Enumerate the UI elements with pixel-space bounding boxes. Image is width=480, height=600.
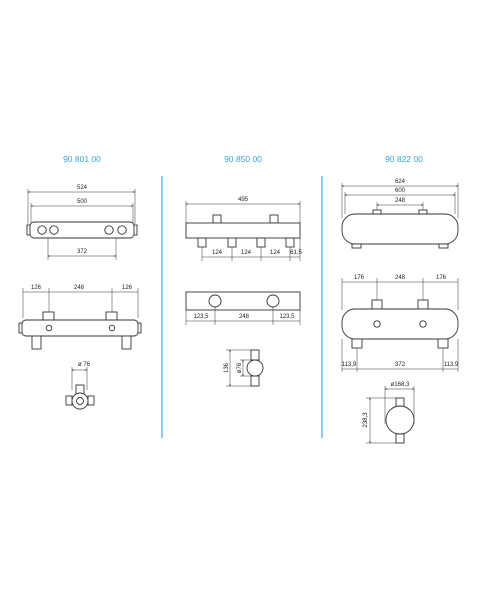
dim-front-right: 126: [122, 285, 133, 291]
dim-overall-length: 495: [238, 197, 249, 203]
header-body: [341, 213, 459, 245]
model-title: 90 801 00: [63, 154, 101, 164]
dim-diameter: ø168,3: [391, 382, 410, 388]
dim-bottom-left: 113,9: [342, 362, 357, 368]
pipe-stub: [437, 338, 449, 349]
header-body: [341, 308, 459, 340]
header-cross-section: [246, 359, 264, 377]
port-circle: [104, 225, 114, 235]
top-view: 624 600 248: [341, 179, 459, 249]
pipe-stub: [351, 243, 362, 249]
pipe-stub: [285, 237, 295, 248]
port-circle: [45, 324, 53, 332]
pipe-stub: [65, 395, 73, 406]
pipe-stub: [371, 299, 383, 310]
dim-front-left: 123,5: [193, 314, 209, 320]
pipe-stub: [121, 335, 132, 350]
dim-overall-length: 624: [395, 179, 406, 185]
dim-spacing-1: 124: [212, 250, 223, 256]
dim-port-spacing: 248: [395, 198, 406, 204]
pipe-stub: [269, 214, 279, 224]
dim-bottom-middle: 372: [395, 362, 406, 368]
front-view: 176 248 176 113,9 372 113,9: [341, 275, 459, 372]
port-circle: [208, 294, 222, 308]
port-circle: [373, 320, 381, 328]
pipe-stub: [438, 243, 449, 249]
dim-height: 238,3: [363, 412, 369, 428]
port-circle: [49, 225, 59, 235]
dim-front-right: 176: [436, 275, 447, 281]
header-body: [185, 222, 301, 239]
product-90-850-00: 90 850 00 495 124 124 124 61,5: [185, 154, 302, 387]
port-circle: [76, 397, 84, 405]
dim-spacing-2: 124: [241, 250, 252, 256]
port-circle: [266, 294, 280, 308]
pipe-stub: [227, 237, 237, 248]
port-circle: [117, 225, 127, 235]
pipe-stub: [395, 433, 405, 444]
pipe-stub: [250, 349, 260, 361]
side-view: ø168,3 238,3: [363, 382, 415, 444]
pipe-stub: [31, 335, 42, 350]
model-title: 90 822 00: [385, 154, 423, 164]
pipe-stub: [256, 237, 266, 248]
dim-front-right: 123,5: [279, 314, 295, 320]
dim-front-middle: 248: [239, 314, 250, 320]
dim-diameter: ø 76: [78, 362, 91, 368]
top-view: 495 124 124 124 61,5: [185, 197, 302, 261]
header-body: [21, 319, 139, 337]
pipe-stub: [197, 237, 207, 248]
header-cross-section: [385, 405, 415, 435]
pipe-stub: [87, 395, 95, 406]
pipe-stub: [417, 299, 429, 310]
pipe-stub: [212, 214, 222, 224]
port-circle: [419, 320, 427, 328]
pipe-stub: [105, 311, 118, 321]
dim-diameter: ø76: [237, 362, 243, 373]
product-90-822-00: 90 822 00 624 600 248 176 248 176: [341, 154, 459, 444]
dim-front-left: 126: [31, 285, 42, 291]
dim-inner-length: 600: [395, 188, 406, 194]
pipe-stub: [351, 338, 363, 349]
top-view: 524 500 372: [26, 185, 138, 260]
side-view: 136 ø76: [224, 349, 264, 387]
front-view: 123,5 248 123,5: [185, 291, 301, 325]
pipe-stub: [42, 311, 55, 321]
dim-inner-length: 500: [77, 199, 88, 205]
dim-port-spacing: 372: [77, 249, 88, 255]
product-90-801-00: 90 801 00 524 500 372 126 24: [18, 154, 142, 410]
dim-end-offset: 61,5: [290, 250, 302, 256]
dim-front-middle: 248: [74, 285, 85, 291]
dim-spacing-3: 124: [270, 250, 281, 256]
side-view: ø 76: [65, 362, 95, 410]
port-circle: [108, 324, 116, 332]
pipe-stub: [250, 375, 260, 387]
model-title: 90 850 00: [224, 154, 262, 164]
dim-overall-length: 524: [77, 185, 88, 191]
front-view: 126 248 126: [18, 285, 142, 350]
dim-front-left: 176: [354, 275, 365, 281]
dim-front-middle: 248: [395, 275, 406, 281]
dim-bottom-right: 113,9: [444, 362, 459, 368]
dim-height: 136: [224, 362, 230, 373]
header-body: [185, 291, 301, 311]
port-circle: [37, 225, 47, 235]
